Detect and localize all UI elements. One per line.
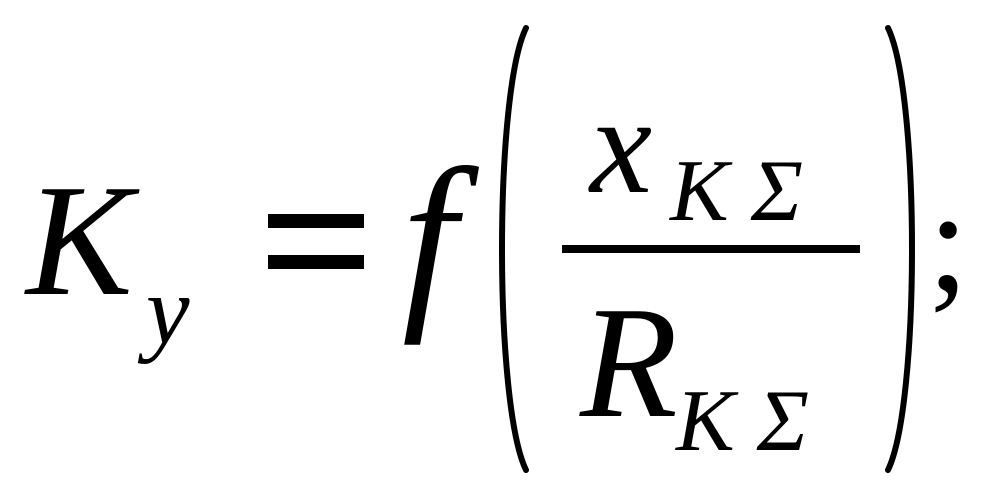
numerator-subscript: K Σ [670,143,803,240]
lhs-symbol: K [26,151,133,329]
semicolon: ; [928,160,969,322]
fraction-bar [562,245,860,253]
function-name: f [402,129,457,346]
denominator-symbol: R [580,273,678,451]
equals-sign-bottom-bar [268,255,364,269]
numerator-symbol: x [590,68,653,223]
denominator-subscript: K Σ [676,373,809,470]
equals-sign-top-bar [268,214,364,228]
left-parenthesis [499,25,529,473]
right-parenthesis [885,25,915,473]
lhs-subscript: y [146,257,190,365]
